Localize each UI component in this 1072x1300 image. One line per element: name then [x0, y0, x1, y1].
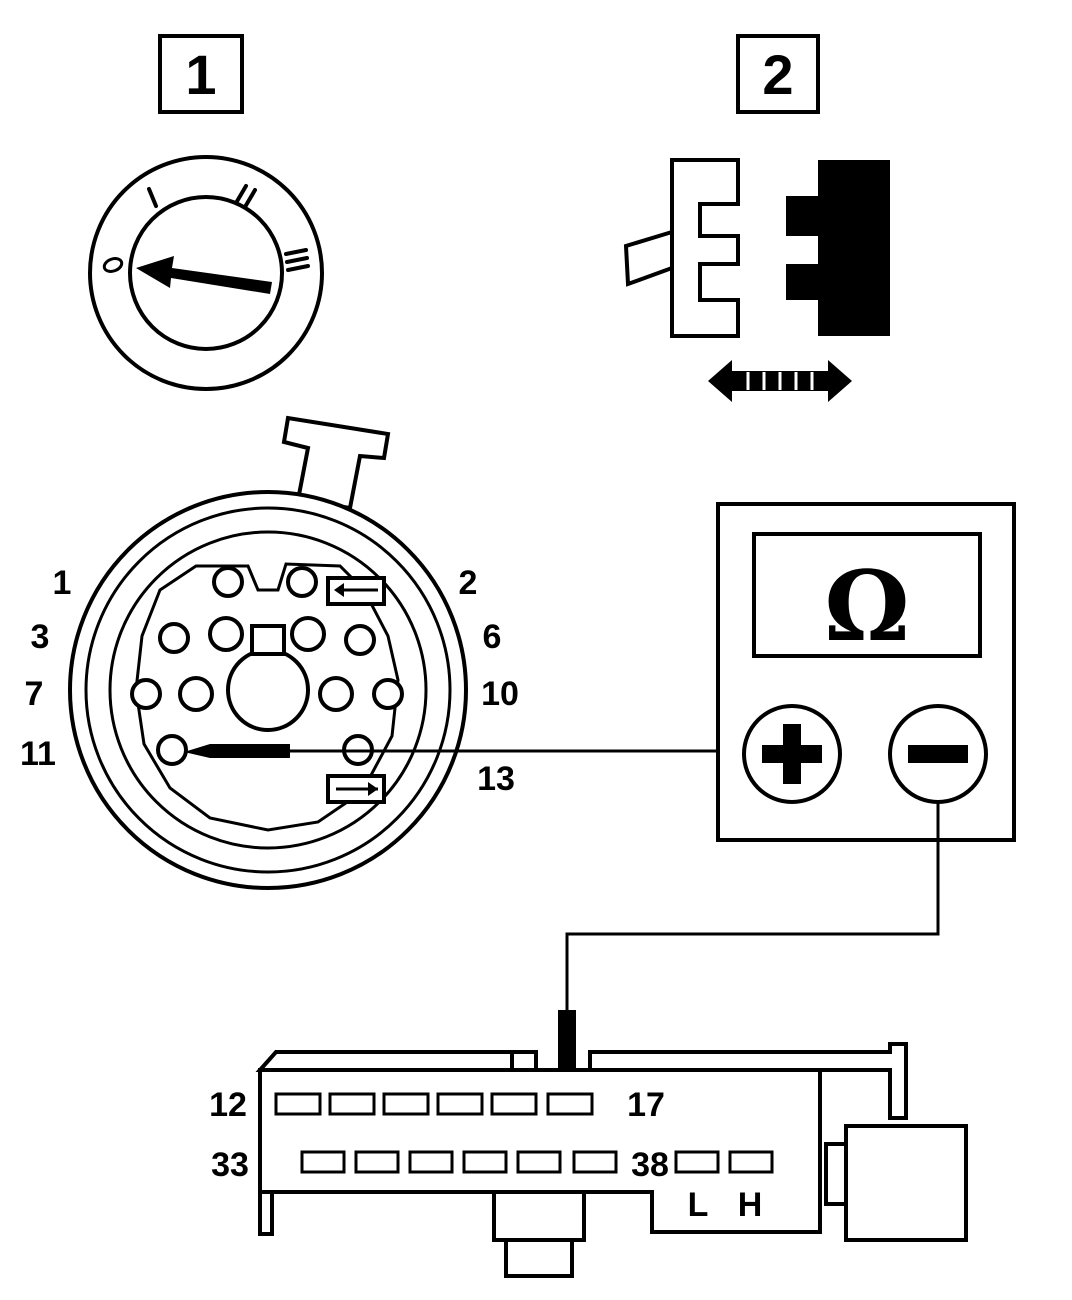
ecu-label-H: H: [738, 1186, 763, 1224]
position-mark-II: [234, 184, 257, 209]
svg-text:2: 2: [762, 43, 793, 106]
ecu-label-33: 33: [211, 1146, 249, 1184]
slide-direction-arrow: [708, 360, 852, 402]
ecu-pin-row-2: [300, 1150, 774, 1174]
ecu-connector: [255, 1042, 968, 1278]
pin-label-7: 7: [25, 675, 44, 713]
pin-label-10: 10: [481, 675, 519, 713]
pin-label-1: 1: [53, 564, 72, 602]
position-mark-0: [102, 257, 124, 273]
connector-contact-bottom: [326, 774, 386, 804]
sliding-connector: [623, 158, 890, 402]
ecu-label-12: 12: [209, 1086, 247, 1124]
ecu-label-38: 38: [631, 1146, 669, 1184]
svg-text:1: 1: [185, 43, 216, 106]
switch-pointer-arrow: [136, 256, 272, 294]
pin-label-6: 6: [483, 618, 502, 656]
pin-label-2: 2: [459, 564, 478, 602]
pin-label-11: 11: [20, 735, 56, 773]
position-mark-III: [284, 248, 310, 272]
ohmmeter: Ω: [716, 502, 1016, 842]
pin-label-13: 13: [477, 760, 515, 798]
connector-contact-top: [326, 576, 386, 606]
position-mark-I: [147, 187, 158, 208]
panel-2-label: 2: [736, 34, 820, 114]
plus-terminal: [742, 704, 842, 804]
pin-label-3: 3: [31, 618, 50, 656]
round-connector: [68, 415, 468, 890]
rotary-switch: [88, 155, 324, 391]
test-lead-minus: [565, 802, 940, 1016]
connector-pin-holes: [130, 566, 404, 766]
ohm-symbol: Ω: [824, 550, 909, 663]
test-probe-plus: [184, 744, 746, 758]
ecu-pin-row-1: [274, 1092, 594, 1116]
ecu-label-17: 17: [627, 1086, 665, 1124]
panel-1-label: 1: [158, 34, 244, 114]
ohmmeter-display: [752, 532, 982, 658]
ecu-label-L: L: [688, 1186, 709, 1224]
minus-terminal: [888, 704, 988, 804]
